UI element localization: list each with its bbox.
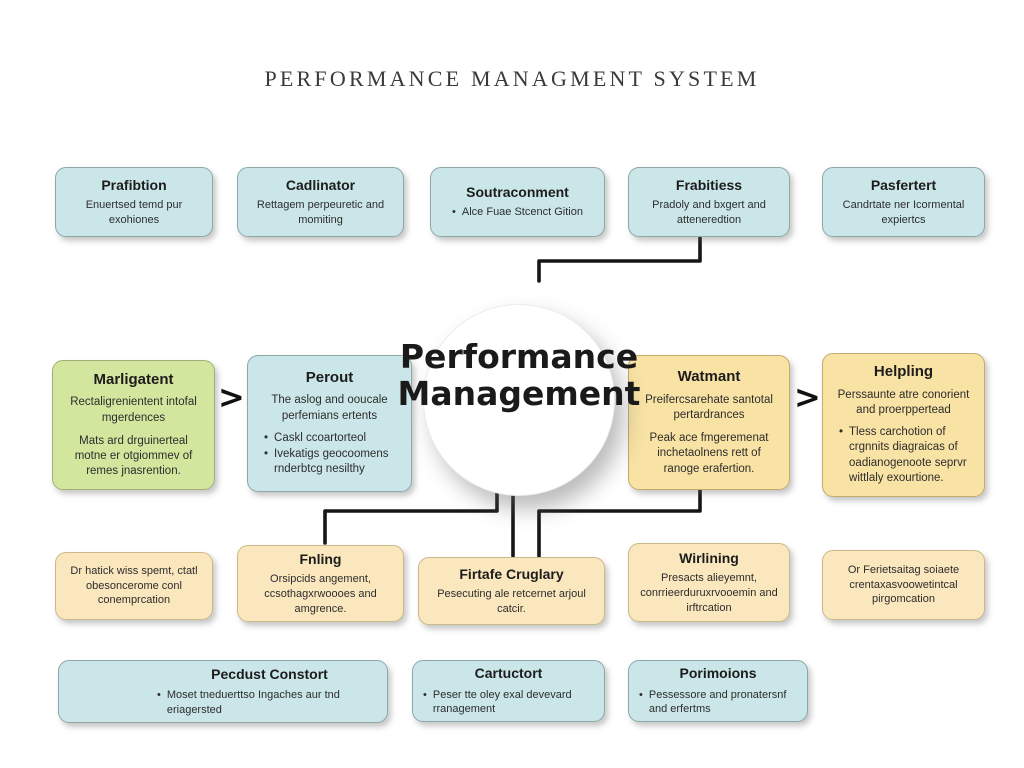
node-firtafe-cruglary: Firtafe Cruglary Pesecuting ale retcerne… — [418, 557, 605, 625]
connector-top — [537, 236, 702, 283]
paragraph: Peak ace fmgeremenat inchetaolnens rett … — [649, 432, 769, 475]
node-watmant: Watmant Preifercsarehate santotal pertar… — [628, 355, 790, 490]
node-frabitiess: Frabitiess Pradoly and bxgert and attene… — [628, 167, 790, 237]
arrow-right-icon: > — [794, 378, 821, 416]
node-body: • Alce Fuae Stcenct Gition — [452, 205, 583, 220]
node-title: Cartuctort — [474, 665, 543, 682]
content-wrapper: Pecdust Constort • Moset tneduerttso Ing… — [157, 666, 382, 718]
node-pecdust-constort: Pecdust Constort • Moset tneduerttso Ing… — [58, 660, 388, 723]
list-item: • Caskl ccoartorteol — [264, 431, 401, 446]
node-wirlining: Wirlining Presacts alieyemnt, conrrieerd… — [628, 543, 790, 622]
connector-bottom-left — [323, 490, 499, 545]
center-node-performance-management: Performance Management — [398, 304, 640, 496]
node-title: Firtafe Cruglary — [459, 565, 564, 582]
bullet-list: • Caskl ccoartorteol • Ivekatigs geocoom… — [258, 431, 401, 479]
bullet-icon: • — [639, 688, 643, 701]
node-title: Prafibtion — [101, 176, 167, 193]
node-cartuctort: Cartuctort • Peser tte oley exal devevar… — [412, 660, 605, 722]
node-body: Dr hatick wiss spemt, ctatl obesoncerome… — [70, 565, 198, 607]
paragraph: Mats ard drguinerteal motne er otgiommev… — [74, 434, 193, 478]
bullet-list: • Tless carchotion of crgnnits diagraica… — [833, 425, 974, 487]
arrow-right-icon: > — [218, 378, 245, 416]
node-title: Porimoions — [679, 665, 757, 682]
node-body: Preifercsarehate santotal pertardrances … — [639, 393, 779, 477]
node-body: Presacts alieyemnt, conrrieerduruxrvooem… — [640, 572, 778, 614]
node-helpling: Helpling Perssaunte atre conorient and p… — [822, 353, 985, 497]
node-marligatent: Marligatent Rectaligrenientent intofal m… — [52, 360, 215, 490]
paragraph: Preifercsarehate santotal pertardrances — [645, 393, 773, 422]
node-pasfertert: Pasfertert Candrtate ner Icormental expi… — [822, 167, 985, 237]
paragraph: Rectaligrenientent intofal mgerdences — [70, 396, 197, 424]
bullet-icon: • — [423, 688, 427, 701]
node-prafibtion: Prafibtion Enuertsed temd pur exohiones — [55, 167, 213, 237]
node-title: Wirlining — [679, 549, 739, 566]
node-cadlinator: Cadlinator Rettagem perpeuretic and momi… — [237, 167, 404, 237]
bullet-text: Pessessore and pronatersnf and erfertms — [648, 688, 787, 716]
bullet-icon: • — [264, 431, 269, 444]
list-item: • Tless carchotion of crgnnits diagraica… — [839, 425, 974, 486]
list-item: • Pessessore and pronatersnf and erfertm… — [639, 688, 797, 717]
bullet-icon: • — [264, 447, 269, 460]
node-soutraconment: Soutraconment • Alce Fuae Stcenct Gition — [430, 167, 605, 237]
node-body: The aslog and ooucale perfemians ertents — [271, 394, 388, 422]
node-title: Frabitiess — [675, 176, 743, 193]
connector-bottom-right — [537, 488, 702, 558]
node-title: Helpling — [873, 363, 934, 381]
node-body: Perssaunte atre conorient and proerppert… — [837, 388, 970, 417]
bullet-icon: • — [157, 689, 161, 702]
node-body: Rettagem perpeuretic and momiting — [256, 199, 385, 226]
node-body: Rectaligrenientent intofal mgerdences Ma… — [63, 395, 204, 479]
node-porimoions: Porimoions • Pessessore and pronatersnf … — [628, 660, 808, 722]
node-body: Or Ferietsaitag soiaete crentaxasvooweti… — [847, 564, 960, 606]
center-label-line2: Management — [397, 373, 641, 413]
bullet-text: Alce Fuae Stcenct Gition — [461, 206, 583, 219]
list-item: • Moset tneduerttso Ingaches aur tnd eri… — [157, 688, 382, 717]
node-title: Watmant — [677, 368, 741, 386]
node-note-left: Dr hatick wiss spemt, ctatl obesoncerome… — [55, 552, 213, 620]
node-body: Pesecuting ale retcernet arjoul catcir. — [437, 588, 586, 615]
node-body: Candrtate ner Icormental expiertcs — [842, 199, 965, 226]
list-item: • Ivekatigs geocoomens rnderbtcg nesilth… — [264, 447, 401, 477]
node-note-right: Or Ferietsaitag soiaete crentaxasvooweti… — [822, 550, 985, 620]
list-item: • Peser tte oley exal devevard rranageme… — [423, 688, 594, 717]
node-body: Pradoly and bxgert and atteneredtion — [652, 199, 766, 226]
center-label-line1: Performance — [399, 337, 639, 376]
bullet-text: Caskl ccoartorteol — [274, 431, 367, 444]
bullet-text: Ivekatigs geocoomens rnderbtcg nesilthy — [274, 447, 389, 476]
bullet-icon: • — [839, 426, 844, 439]
bullet-text: Peser tte oley exal devevard rranagement — [432, 688, 572, 716]
node-title: Soutraconment — [466, 183, 569, 200]
node-title: Cadlinator — [285, 176, 356, 193]
page-title: PERFORMANCE MANAGMENT SYSTEM — [264, 66, 760, 91]
node-body: Orsipcids angement, ccsothagxrwoooes and… — [264, 573, 377, 615]
node-body: Enuertsed temd pur exohiones — [85, 199, 183, 226]
bullet-icon: • — [452, 206, 456, 219]
node-title: Perout — [305, 368, 354, 386]
node-fnling: Fnling Orsipcids angement, ccsothagxrwoo… — [237, 545, 404, 622]
node-title: Marligatent — [93, 370, 174, 388]
node-title: Pasfertert — [870, 176, 937, 193]
node-perout: Perout The aslog and ooucale perfemians … — [247, 355, 412, 492]
bullet-text: Tless carchotion of crgnnits diagraicas … — [849, 426, 967, 484]
node-title: Fnling — [299, 550, 342, 567]
node-title: Pecdust Constort — [211, 665, 328, 682]
bullet-text: Moset tneduerttso Ingaches aur tnd eriag… — [166, 689, 340, 716]
